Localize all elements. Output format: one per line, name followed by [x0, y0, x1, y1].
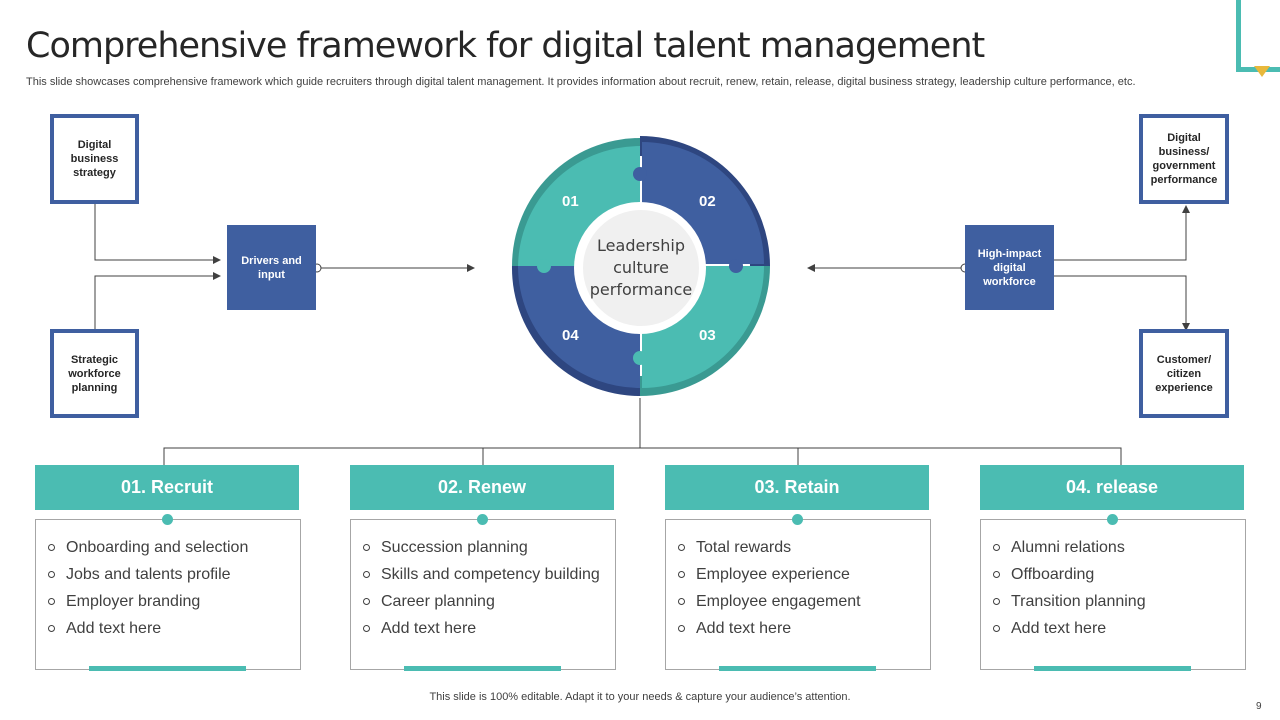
list-item: Add text here	[993, 615, 1245, 642]
drivers-and-input-box: Drivers and input	[227, 225, 316, 310]
recruit-list: Onboarding and selection Jobs and talent…	[36, 520, 300, 642]
strategic-workforce-planning-label: Strategic workforce planning	[68, 353, 121, 394]
list-item: Add text here	[678, 615, 930, 642]
list-item: Career planning	[363, 588, 615, 615]
column-body-release: Alumni relations Offboarding Transition …	[980, 519, 1246, 670]
corner-triangle-icon	[1254, 66, 1270, 77]
bullet-icon	[678, 625, 685, 632]
column-body-recruit: Onboarding and selection Jobs and talent…	[35, 519, 301, 670]
connector-workforce-to-drivers	[94, 272, 221, 330]
list-item: Offboarding	[993, 561, 1245, 588]
digital-business-strategy-box: Digital business strategy	[50, 114, 139, 204]
list-item: Add text here	[363, 615, 615, 642]
leadership-ring	[511, 136, 770, 396]
high-impact-workforce-box: High-impact digital workforce	[965, 225, 1054, 310]
digital-government-performance-box: Digital business/ government performance	[1139, 114, 1229, 204]
list-item: Alumni relations	[993, 534, 1245, 561]
bullet-icon	[678, 598, 685, 605]
column-body-renew: Succession planning Skills and competenc…	[350, 519, 616, 670]
digital-business-strategy-label: Digital business strategy	[70, 139, 119, 179]
bullet-icon	[678, 571, 685, 578]
list-item: Total rewards	[678, 534, 930, 561]
ring-notch-top	[633, 167, 647, 181]
column-header-retain: 03. Retain	[665, 465, 929, 510]
column-header-release: 04. release	[980, 465, 1244, 510]
renew-list: Succession planning Skills and competenc…	[351, 520, 615, 642]
column-header-recruit: 01. Recruit	[35, 465, 299, 510]
bullet-icon	[48, 571, 55, 578]
segment-number-03: 03	[699, 327, 716, 344]
column-dot-renew	[477, 514, 488, 525]
bullet-icon	[48, 625, 55, 632]
column-bar-renew	[404, 666, 561, 671]
page-number: 9	[1256, 701, 1262, 712]
corner-accent-vertical	[1236, 0, 1241, 72]
connector-ring-to-columns	[163, 398, 1122, 465]
list-item: Skills and competency building	[363, 561, 615, 588]
customer-citizen-experience-label: Customer/ citizen experience	[1155, 353, 1213, 394]
bullet-icon	[993, 625, 1000, 632]
footer-note: This slide is 100% editable. Adapt it to…	[429, 691, 851, 703]
digital-government-performance-label: Digital business/ government performance	[1150, 132, 1218, 186]
retain-list: Total rewards Employee experience Employ…	[666, 520, 930, 642]
ring-notch-left	[537, 259, 551, 273]
connector-highimpact-to-performance	[1054, 205, 1190, 261]
list-item: Onboarding and selection	[48, 534, 300, 561]
bullet-icon	[993, 571, 1000, 578]
column-bar-release	[1034, 666, 1191, 671]
bullet-icon	[993, 544, 1000, 551]
segment-number-04: 04	[562, 327, 579, 344]
bullet-icon	[48, 544, 55, 551]
bullet-icon	[363, 544, 370, 551]
strategic-workforce-planning-box: Strategic workforce planning	[50, 329, 139, 418]
drivers-and-input-label: Drivers and input	[241, 254, 302, 281]
list-item: Succession planning	[363, 534, 615, 561]
high-impact-workforce-label: High-impact digital workforce	[977, 247, 1042, 288]
column-header-renew: 02. Renew	[350, 465, 614, 510]
center-label: Leadership culture performance	[589, 236, 693, 299]
slide-title: Comprehensive framework for digital tale…	[26, 26, 985, 66]
ring-center-grey	[583, 210, 699, 326]
slide-subtitle: This slide showcases comprehensive frame…	[26, 76, 1136, 88]
column-bar-recruit	[89, 666, 246, 671]
column-body-retain: Total rewards Employee experience Employ…	[665, 519, 931, 670]
connector-highimpact-to-experience	[1054, 275, 1190, 331]
ring-notch-right	[729, 259, 743, 273]
release-list: Alumni relations Offboarding Transition …	[981, 520, 1245, 642]
bullet-icon	[993, 598, 1000, 605]
bullet-icon	[48, 598, 55, 605]
ring-notch-bottom	[633, 351, 647, 365]
bullet-icon	[363, 571, 370, 578]
bullet-icon	[363, 598, 370, 605]
ring-segment-01	[518, 146, 640, 268]
bullet-icon	[678, 544, 685, 551]
column-dot-release	[1107, 514, 1118, 525]
bullet-icon	[363, 625, 370, 632]
list-item: Employee experience	[678, 561, 930, 588]
list-item: Employee engagement	[678, 588, 930, 615]
ring-segment-02	[642, 142, 764, 264]
column-dot-retain	[792, 514, 803, 525]
column-dot-recruit	[162, 514, 173, 525]
list-item: Employer branding	[48, 588, 300, 615]
segment-number-02: 02	[699, 193, 716, 210]
segment-number-01: 01	[562, 193, 579, 210]
column-bar-retain	[719, 666, 876, 671]
list-item: Add text here	[48, 615, 300, 642]
list-item: Jobs and talents profile	[48, 561, 300, 588]
list-item: Transition planning	[993, 588, 1245, 615]
ring-segment-03	[642, 266, 764, 388]
connector-strategy-to-drivers	[94, 204, 221, 264]
customer-citizen-experience-box: Customer/ citizen experience	[1139, 329, 1229, 418]
ring-segment-04	[518, 266, 640, 388]
